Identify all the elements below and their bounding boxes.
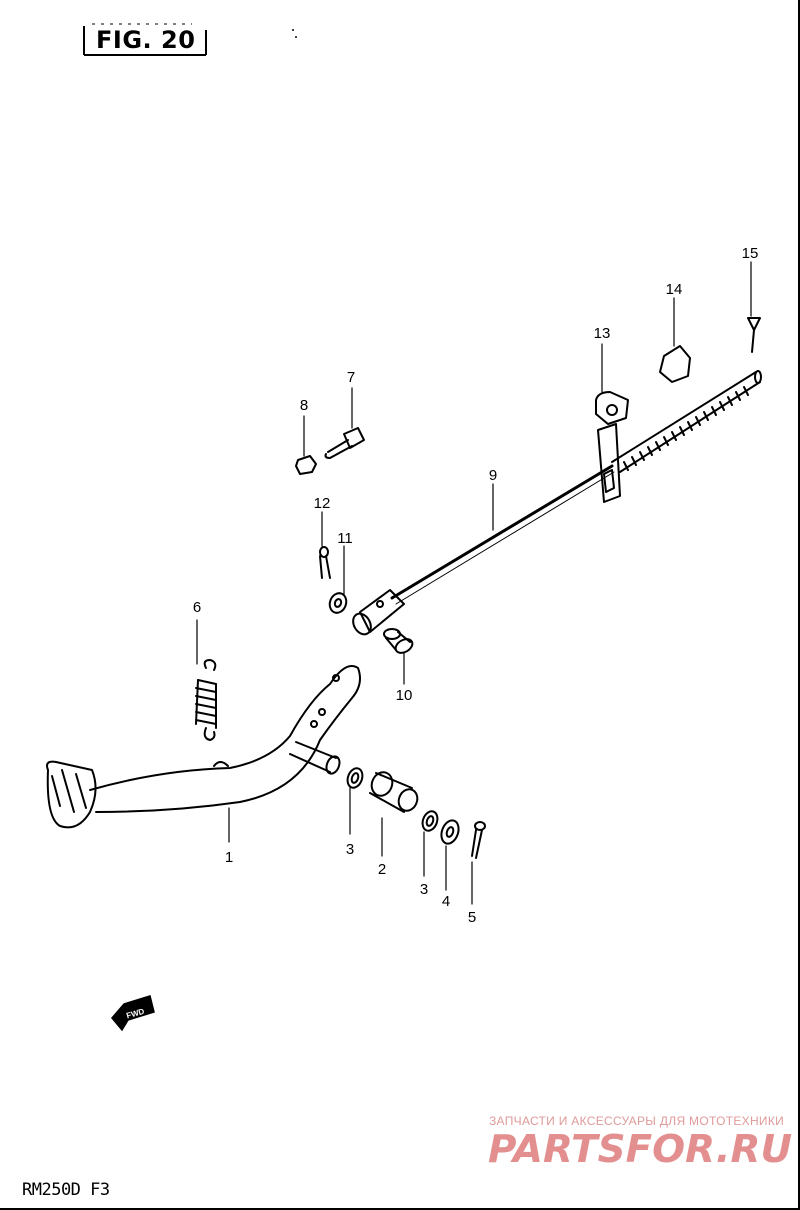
- callout-1: 1: [225, 849, 233, 866]
- callout-7: 7: [347, 369, 355, 386]
- figure-title-text: FIG. 20: [96, 26, 196, 54]
- rod-joint: [595, 391, 629, 503]
- callout-10: 10: [396, 687, 413, 704]
- watermark-logo-text: PARTSFOR.RU: [488, 1127, 792, 1170]
- brake-rod: [352, 370, 762, 636]
- callout-3a: 3: [346, 841, 354, 858]
- watermark-caption: ЗАПЧАСТИ И АКСЕССУАРЫ ДЛЯ МОТОТЕХНИКИ: [489, 1114, 785, 1128]
- washer-outer: [421, 810, 439, 832]
- callout-8: 8: [300, 397, 308, 414]
- washer-inner: [346, 767, 364, 789]
- leader-lines: [196, 261, 752, 905]
- callout-14: 14: [666, 281, 683, 298]
- nut: [295, 455, 317, 475]
- brake-pedal: [46, 665, 361, 829]
- clevis-pin: [383, 628, 414, 654]
- figure-title: FIG. 20: [82, 22, 208, 58]
- pedal-pivot-shaft: [289, 741, 341, 775]
- callout-3b: 3: [420, 881, 428, 898]
- callout-13: 13: [594, 325, 611, 342]
- flat-washer: [440, 819, 460, 845]
- clevis-washer: [328, 592, 348, 614]
- figure-title-frame: [83, 23, 207, 56]
- return-spring: [195, 659, 217, 741]
- cotter-pin-pedal: [471, 821, 486, 859]
- model-code: RM250D F3: [22, 1180, 110, 1200]
- watermark-logo: PARTSFOR.RU: [488, 1127, 792, 1170]
- callout-12: 12: [314, 495, 331, 512]
- bolt: [324, 427, 365, 459]
- fwd-arrow: FWD: [111, 995, 155, 1032]
- callout-15: 15: [742, 245, 759, 262]
- callout-4: 4: [442, 893, 450, 910]
- callout-9: 9: [489, 467, 497, 484]
- callout-11: 11: [337, 530, 353, 547]
- adjuster-nut: [659, 345, 691, 383]
- callout-2: 2: [378, 861, 386, 878]
- spring-pin: [747, 317, 761, 353]
- cotter-pin-clevis: [319, 546, 331, 579]
- pivot-bushing: [369, 771, 419, 813]
- callout-5: 5: [468, 909, 476, 926]
- callout-6: 6: [193, 599, 201, 616]
